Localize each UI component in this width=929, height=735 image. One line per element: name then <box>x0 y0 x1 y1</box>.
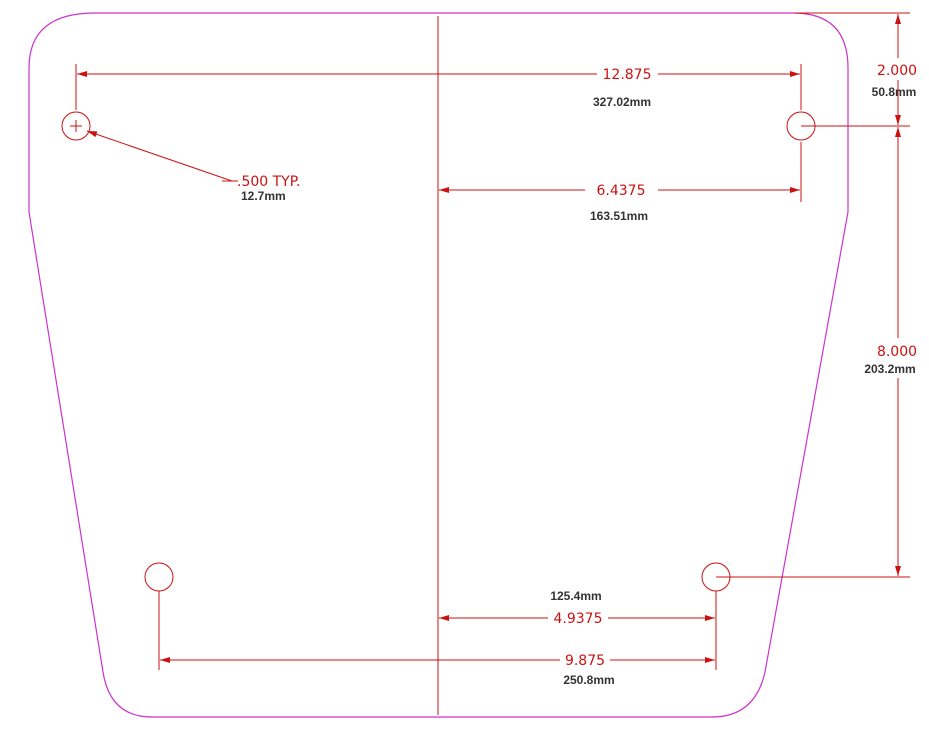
dim-vertical-inch: 8.000 <box>877 344 917 360</box>
dim-top-width-mm: 327.02mm <box>593 95 651 109</box>
dim-hole-diameter: .500 TYP. 12.7mm <box>86 130 300 203</box>
dim-bottom-width: 9.875 250.8mm <box>160 653 715 687</box>
hole-top-left <box>61 111 91 141</box>
dim-vertical: 8.000 203.2mm <box>864 127 917 576</box>
dim-top-half-inch: 6.4375 <box>597 183 646 199</box>
dim-hole-diameter-inch: .500 TYP. <box>237 174 300 190</box>
dim-bottom-width-mm: 250.8mm <box>563 673 614 687</box>
dim-top-offset-mm: 50.8mm <box>872 85 917 99</box>
dim-top-width: 12.875 327.02mm <box>77 67 800 109</box>
dim-top-width-inch: 12.875 <box>603 67 652 83</box>
dim-top-offset-inch: 2.000 <box>877 63 917 79</box>
plate-outline <box>28 12 849 718</box>
hole-bottom-left <box>144 562 174 592</box>
dim-top-half-mm: 163.51mm <box>590 209 648 223</box>
dim-bottom-half-mm: 125.4mm <box>550 589 601 603</box>
dim-hole-diameter-mm: 12.7mm <box>241 189 286 203</box>
dim-bottom-half-inch: 4.9375 <box>554 611 603 627</box>
dim-vertical-mm: 203.2mm <box>864 362 915 376</box>
dim-bottom-half: 4.9375 125.4mm <box>439 589 715 627</box>
dim-top-offset: 2.000 50.8mm <box>872 14 917 125</box>
dim-top-half: 6.4375 163.51mm <box>439 183 800 223</box>
dim-bottom-width-inch: 9.875 <box>565 653 605 669</box>
extension-lines <box>75 12 910 670</box>
